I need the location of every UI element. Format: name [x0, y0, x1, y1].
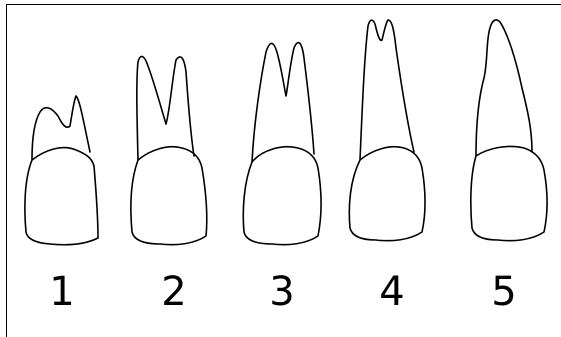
- tooth-2-label: 2: [144, 268, 204, 316]
- tooth-4: [349, 20, 425, 241]
- tooth-5: [471, 20, 547, 241]
- tooth-4-root: [360, 20, 414, 160]
- tooth-3-crown: [243, 147, 321, 245]
- tooth-1-crown: [25, 148, 98, 245]
- tooth-5-root: [476, 20, 532, 156]
- tooth-3-root: [252, 43, 314, 162]
- tooth-1-label: 1: [32, 268, 92, 316]
- tooth-1: [25, 96, 98, 245]
- tooth-2: [131, 56, 207, 244]
- tooth-2-crown: [131, 147, 207, 245]
- tooth-5-crown: [471, 146, 547, 240]
- tooth-4-crown: [349, 147, 425, 241]
- tooth-1-root: [32, 96, 90, 160]
- tooth-2-root: [137, 56, 194, 160]
- tooth-4-label: 4: [362, 268, 422, 316]
- tooth-5-label: 5: [474, 268, 534, 316]
- tooth-3-label: 3: [252, 268, 312, 316]
- tooth-3: [243, 43, 321, 245]
